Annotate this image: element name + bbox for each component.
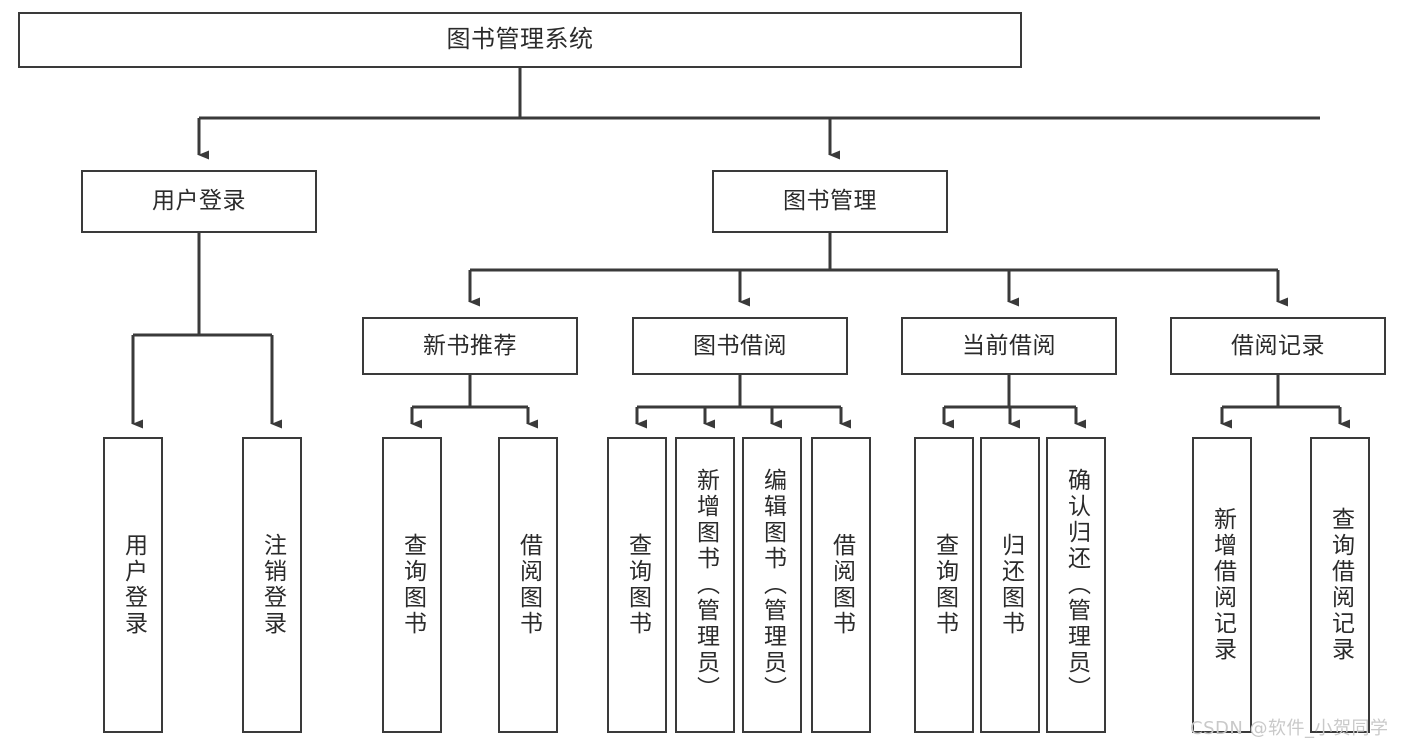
node-label: 借阅记录 [1231, 332, 1325, 359]
node-leaf-query-record[interactable]: 查询借阅记录 [1310, 437, 1370, 733]
node-label: 图书管理 [783, 188, 877, 215]
node-leaf-query-book-1[interactable]: 查询图书 [382, 437, 442, 733]
node-leaf-confirm-return[interactable]: 确认归还（管理员） [1046, 437, 1106, 733]
node-label: 新书推荐 [423, 332, 517, 359]
node-label: 查询图书 [931, 533, 958, 637]
csdn-watermark: CSDN @软件_小贺同学 [1190, 718, 1389, 739]
node-label: 借阅图书 [828, 533, 855, 637]
node-borrow-record[interactable]: 借阅记录 [1170, 317, 1386, 375]
node-root-system[interactable]: 图书管理系统 [18, 12, 1022, 68]
node-label: 用户登录 [152, 188, 246, 215]
node-book-borrow[interactable]: 图书借阅 [632, 317, 848, 375]
node-user-login[interactable]: 用户登录 [81, 170, 317, 233]
node-label: 当前借阅 [962, 332, 1056, 359]
node-label: 借阅图书 [515, 533, 542, 637]
node-leaf-query-book-3[interactable]: 查询图书 [914, 437, 974, 733]
node-leaf-add-book[interactable]: 新增图书（管理员） [675, 437, 735, 733]
node-label: 查询图书 [624, 533, 651, 637]
node-label: 确认归还（管理员） [1063, 468, 1090, 702]
node-label: 图书借阅 [693, 332, 787, 359]
node-label: 新增借阅记录 [1209, 507, 1236, 663]
node-leaf-borrow-book-2[interactable]: 借阅图书 [811, 437, 871, 733]
node-leaf-add-record[interactable]: 新增借阅记录 [1192, 437, 1252, 733]
node-leaf-query-book-2[interactable]: 查询图书 [607, 437, 667, 733]
node-current-borrow[interactable]: 当前借阅 [901, 317, 1117, 375]
node-label: 编辑图书（管理员） [759, 468, 786, 702]
node-label: 用户登录 [120, 533, 147, 637]
node-leaf-edit-book[interactable]: 编辑图书（管理员） [742, 437, 802, 733]
node-new-book-recommend[interactable]: 新书推荐 [362, 317, 578, 375]
node-label: 图书管理系统 [446, 25, 594, 54]
node-label: 注销登录 [259, 533, 286, 637]
node-leaf-borrow-book-1[interactable]: 借阅图书 [498, 437, 558, 733]
node-label: 新增图书（管理员） [692, 468, 719, 702]
node-label: 归还图书 [997, 533, 1024, 637]
node-label: 查询图书 [399, 533, 426, 637]
node-leaf-user-login[interactable]: 用户登录 [103, 437, 163, 733]
node-leaf-user-logout[interactable]: 注销登录 [242, 437, 302, 733]
node-label: 查询借阅记录 [1327, 507, 1354, 663]
node-book-management[interactable]: 图书管理 [712, 170, 948, 233]
node-leaf-return-book[interactable]: 归还图书 [980, 437, 1040, 733]
